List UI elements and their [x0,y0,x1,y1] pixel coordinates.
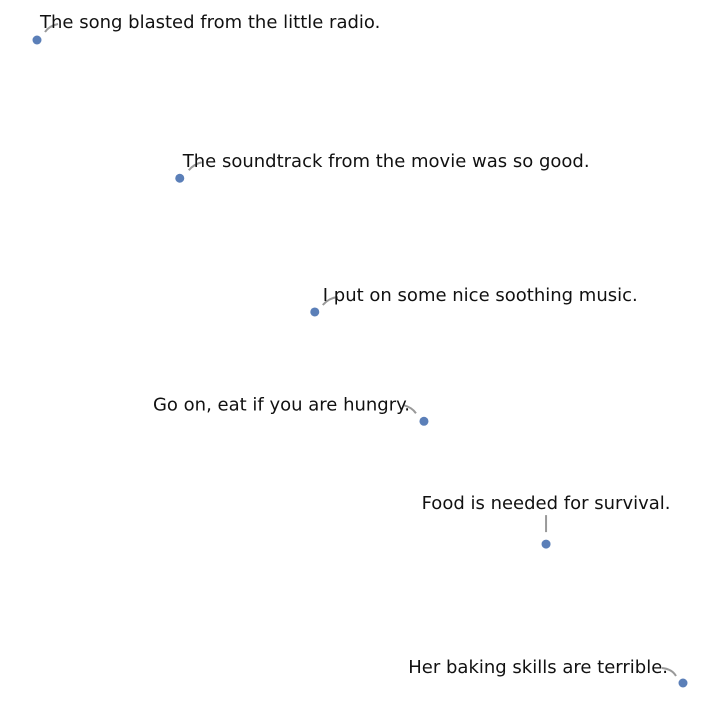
point-label: Her baking skills are terrible. [408,657,668,678]
annotation-connector [187,161,203,171]
data-point [32,35,42,45]
annotation-connector [322,295,338,306]
data-point [678,678,688,688]
annotation-connector [661,667,677,677]
data-point [419,416,429,426]
annotation-connector [44,23,59,33]
point-label: Food is needed for survival. [422,493,671,514]
point-label: The song blasted from the little radio. [39,12,380,33]
data-point [175,173,185,183]
point-label: Go on, eat if you are hungry. [153,394,410,415]
point-label: The soundtrack from the movie was so goo… [182,151,590,172]
data-point [310,307,320,317]
data-point [541,539,551,549]
annotation-connector [403,404,417,414]
point-label: I put on some nice soothing music. [323,285,638,306]
